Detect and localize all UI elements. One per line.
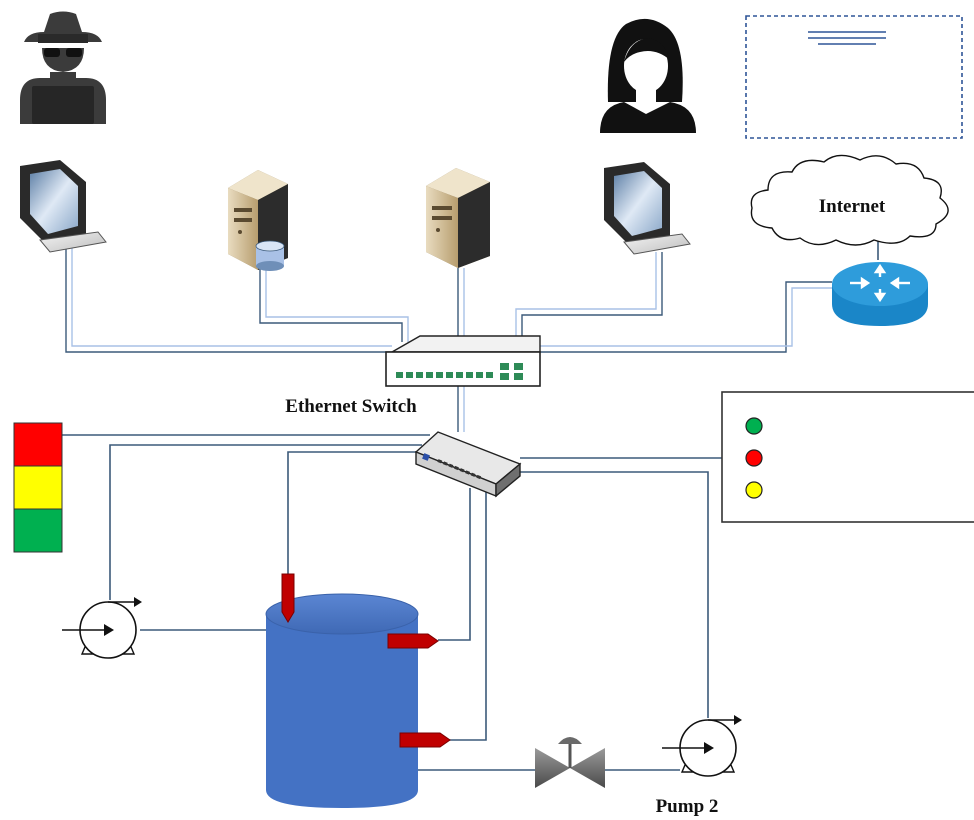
signal-tower-yellow (13, 465, 63, 510)
wire-sensor-lower (448, 492, 487, 741)
ethernet-switch-label: Ethernet Switch (285, 396, 417, 417)
pump-icon (62, 597, 142, 659)
sensor-lower-icon (399, 732, 451, 748)
signal-tower-red (13, 422, 63, 467)
link-workstation-switch (65, 245, 392, 353)
valve-icon (535, 737, 605, 788)
link-dbserver-switch (259, 268, 403, 342)
hmi-panel (721, 391, 974, 523)
indicator-yellow (745, 481, 763, 499)
ethernet-switch-icon (385, 335, 541, 387)
link-workstation-switch-inner (71, 245, 392, 347)
link-engws-switch (521, 252, 663, 342)
network-links (65, 232, 879, 432)
signal-tower-green (13, 508, 63, 553)
indicator-red (745, 449, 763, 467)
document-panel (745, 15, 963, 139)
router-icon (832, 262, 928, 326)
internet-cloud-icon: Internet (750, 154, 949, 246)
level-sensor-icon (281, 573, 295, 623)
server-icon (426, 168, 490, 268)
pump-2-icon (662, 715, 742, 777)
workstation-icon (20, 160, 107, 253)
link-engws-switch-inner (515, 252, 657, 342)
sensor-upper-icon (387, 633, 439, 649)
operator-icon (600, 18, 696, 133)
field-wiring (62, 434, 722, 771)
pump-2-label: Pump 2 (656, 796, 719, 817)
database-server-icon (228, 170, 288, 271)
link-router-switch (540, 281, 832, 353)
wire-pump2 (520, 471, 709, 718)
tank-icon (265, 593, 419, 808)
signal-tower-icon (13, 422, 63, 553)
link-router-switch-inner (540, 287, 832, 347)
indicator-green (745, 417, 763, 435)
industrial-switch-icon (414, 431, 522, 498)
internet-label: Internet (819, 196, 886, 217)
link-dbserver-switch-inner (265, 268, 409, 342)
wire-sensor-upper (438, 488, 471, 641)
wire-level-sensor (287, 451, 422, 575)
attacker-icon (20, 11, 106, 124)
engineering-workstation-icon (604, 162, 691, 255)
wire-pump1 (109, 444, 422, 600)
